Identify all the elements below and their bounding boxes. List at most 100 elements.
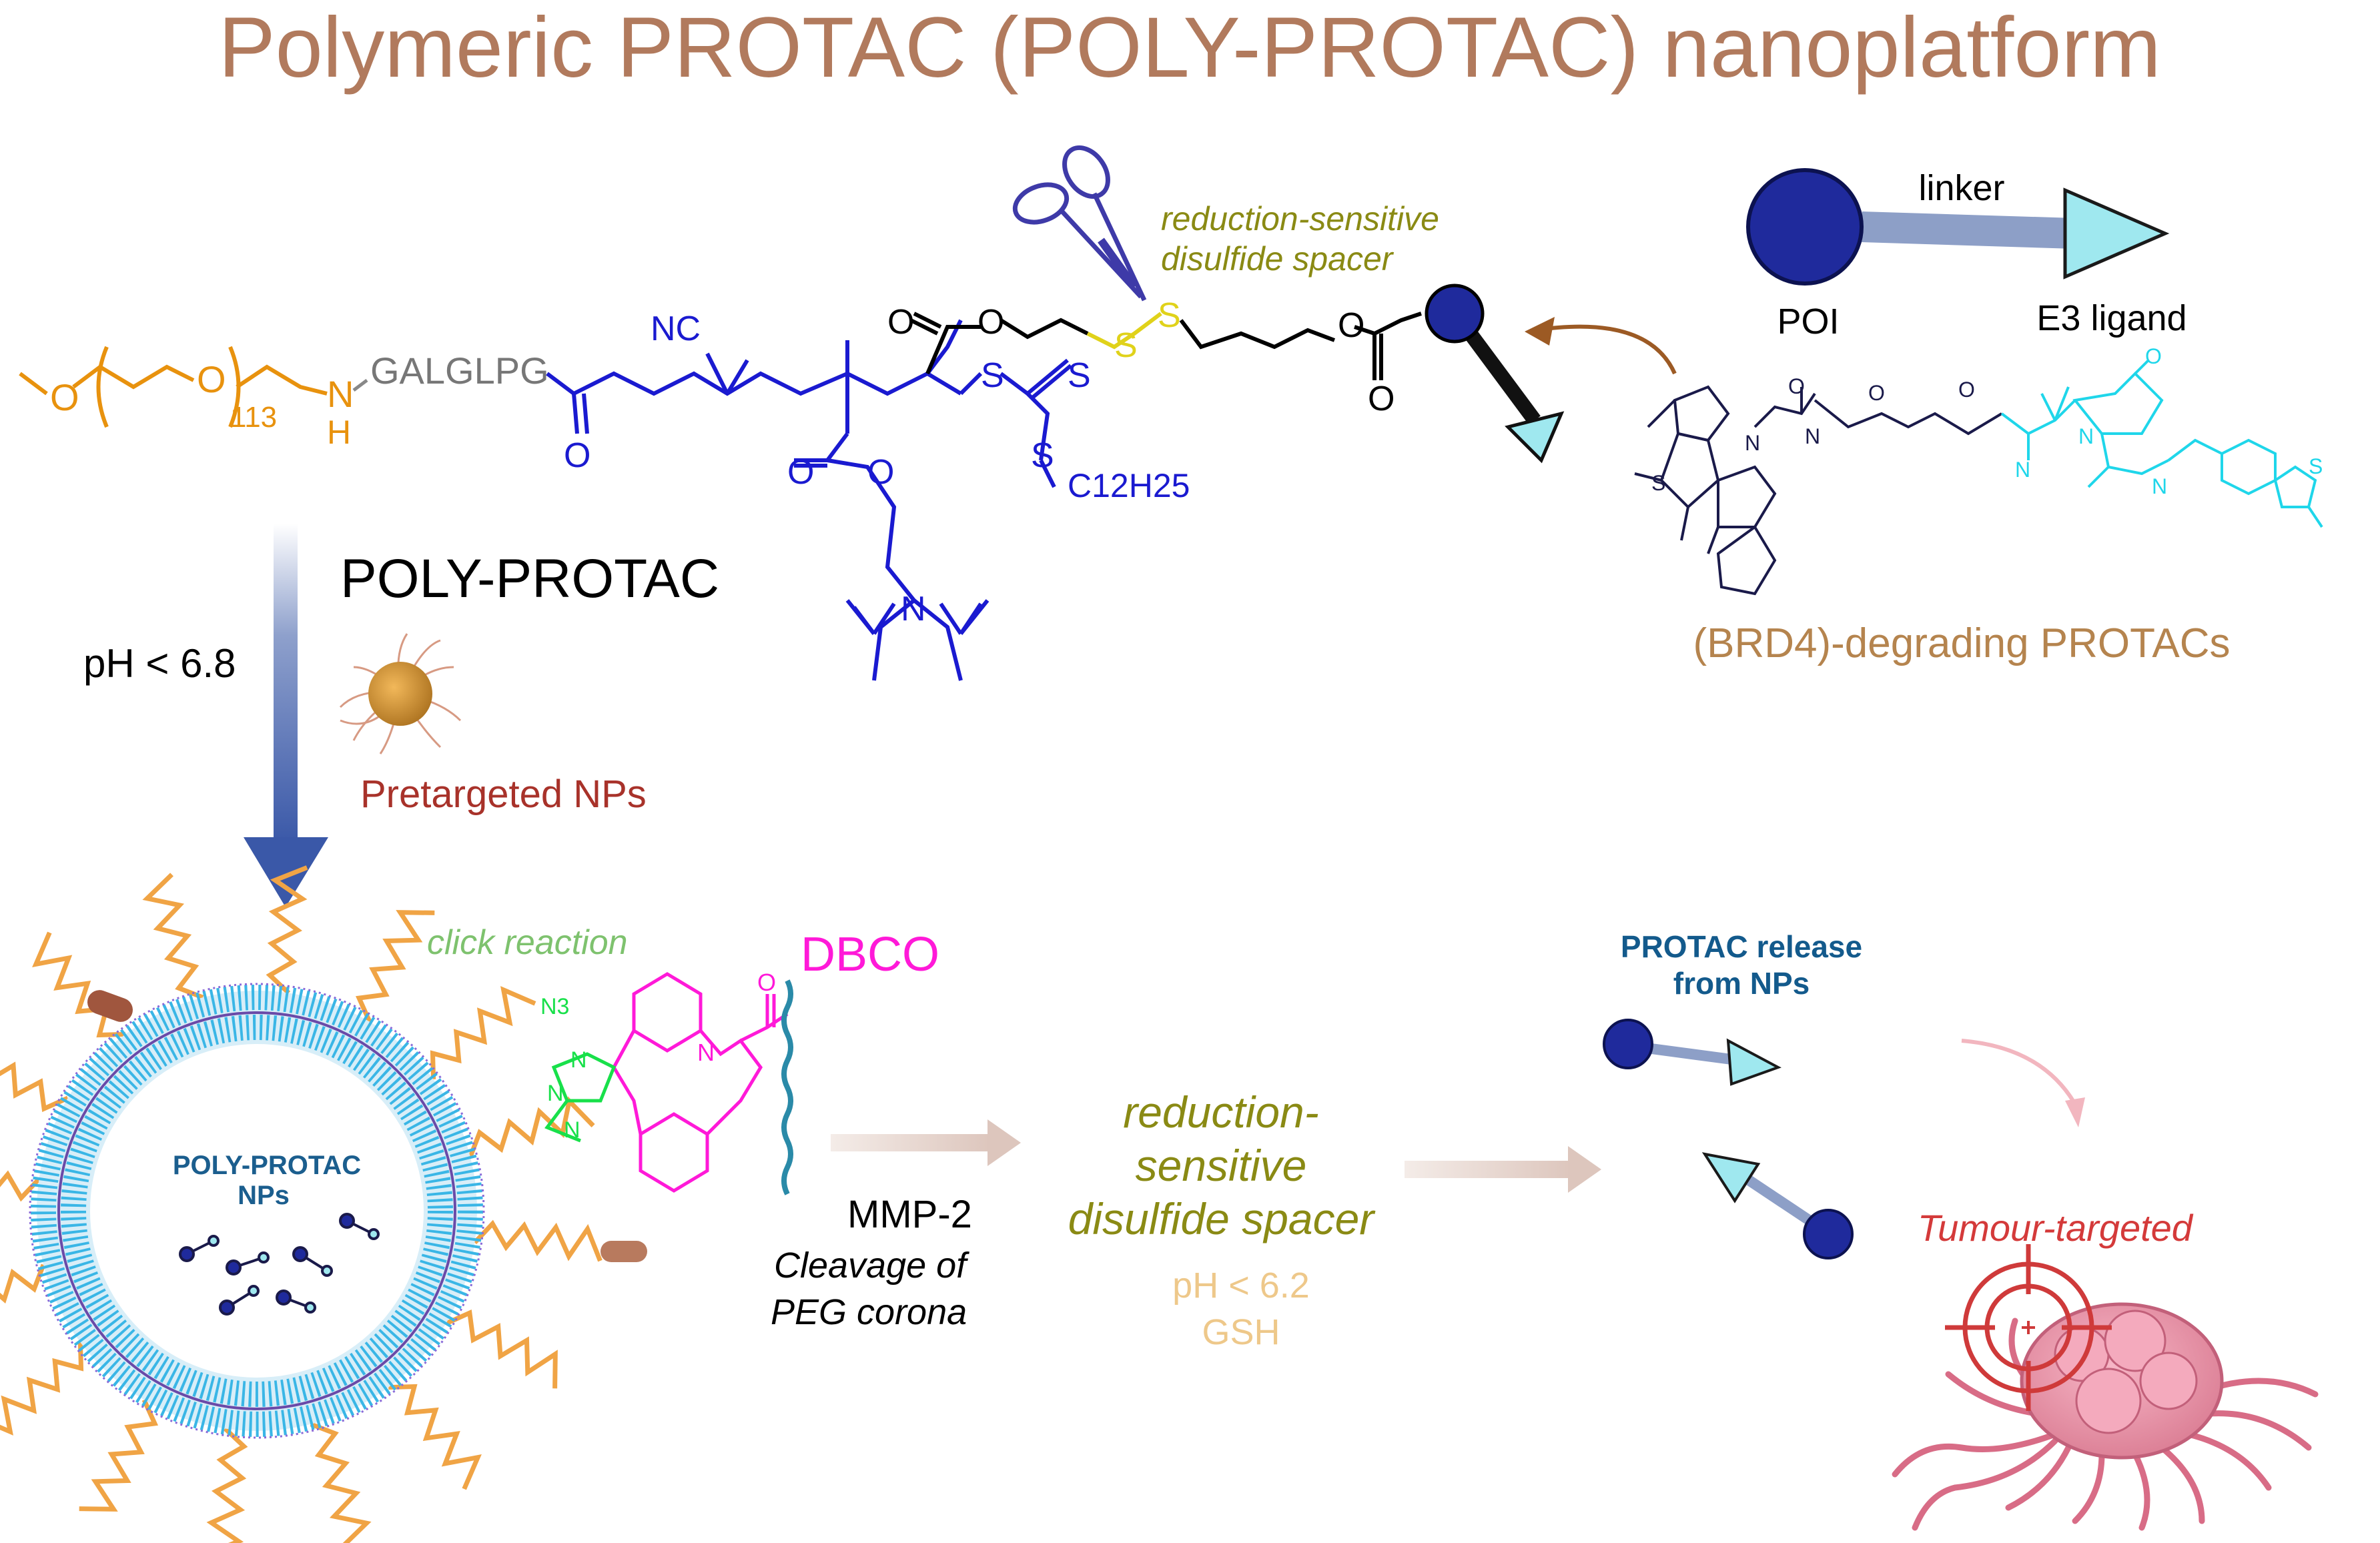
released-poi-ball-2	[1803, 1209, 1854, 1259]
peg-oxygen-2: O	[197, 358, 226, 400]
top-spacer-label-line2: disulfide spacer	[1161, 240, 1395, 278]
poly-protac-label: POLY-PROTAC	[340, 548, 719, 609]
nitrile-label: NC	[651, 310, 701, 348]
ester3-o2: O	[1368, 380, 1395, 418]
protac-attach-arrow	[1534, 324, 1677, 375]
scissors-icon	[1012, 145, 1147, 302]
ester2-o1: O	[887, 303, 914, 342]
trithio-s1: S	[981, 356, 1004, 395]
ph-arrow-head	[244, 837, 328, 907]
mini-protac-triangle	[368, 1228, 380, 1240]
peptide-sequence: GALGLPG	[370, 350, 549, 392]
protac-legend: linker POI E3 ligand	[1746, 168, 2187, 342]
pretarget-pill-1	[87, 990, 133, 1022]
brd4-atom-n5: N	[2152, 474, 2167, 498]
disulfide-arm	[909, 312, 1422, 380]
peg-strand	[310, 1422, 372, 1543]
mini-protac-triangle	[208, 1235, 220, 1247]
peg-strand	[468, 1096, 595, 1158]
brd4-atom-s: S	[1651, 471, 1665, 495]
polymer-structure: O O 113 N H GALGLPG	[19, 284, 1565, 681]
legend-poi-label: POI	[1777, 302, 1839, 342]
peg-strand	[0, 1342, 84, 1436]
click-reaction-label: click reaction	[427, 923, 628, 962]
amine-nitrogen: N	[901, 590, 926, 628]
triazole-atom-n3: N	[564, 1117, 580, 1143]
page-title: Polymeric PROTAC (POLY-PROTAC) nanoplatf…	[218, 0, 2161, 95]
attached-e3-triangle	[1505, 411, 1565, 464]
peg-strand	[388, 1384, 482, 1490]
mini-protac-ball	[219, 1300, 235, 1316]
mmp2-label: MMP-2	[847, 1193, 972, 1236]
trithio-s2: S	[1068, 356, 1091, 395]
peg-strand	[79, 1398, 159, 1512]
mini-protac-triangle	[321, 1265, 333, 1277]
dodecyl-label: C12H25	[1068, 467, 1190, 504]
mini-protac-triangle	[304, 1302, 316, 1314]
dbco-atom-n: N	[697, 1039, 715, 1066]
released-protac-2	[1701, 1152, 1854, 1259]
encapsulated-protacs	[179, 1213, 380, 1316]
peg-strand	[206, 1426, 248, 1543]
protac-attach-arrowhead	[1525, 317, 1555, 346]
dbco-atom-o: O	[757, 969, 776, 996]
mmp2-arrow-shaft	[831, 1134, 991, 1151]
mmp2-cleavage-line1: Cleavage of	[774, 1245, 969, 1285]
release-label-line1: PROTAC release	[1621, 929, 1862, 964]
trithio-s3: S	[1031, 436, 1054, 475]
ph-arrow-shaft	[274, 524, 298, 844]
tumour-arrow-head	[2065, 1097, 2085, 1127]
dbco-structure	[544, 972, 789, 1193]
legend-e3-label: E3 ligand	[2036, 298, 2187, 338]
brd4-atom-n4: N	[2078, 424, 2094, 448]
ester3-o1: O	[1338, 306, 1364, 345]
mini-protac-ball	[179, 1246, 195, 1262]
release-arrow-head	[1568, 1146, 1601, 1193]
mini-protac-triangle	[248, 1285, 260, 1297]
mmp2-arrow-head	[987, 1119, 1021, 1166]
conditions-ph: pH < 6.2	[1172, 1265, 1310, 1306]
mini-protac-ball	[292, 1246, 308, 1262]
peg-strand	[142, 873, 204, 1000]
tumour-illustration	[1892, 1302, 2319, 1531]
peg-repeat-count: 113	[230, 401, 277, 434]
middle-spacer-line1: reduction-	[1123, 1087, 1319, 1137]
peg-wavy-chain	[781, 979, 793, 1195]
nanoparticle	[0, 865, 647, 1543]
brd4-atom-o1: O	[1788, 374, 1805, 398]
peg-strand	[444, 1309, 558, 1389]
released-protac-1	[1603, 1019, 1781, 1086]
keto-oxygen: O	[564, 436, 590, 475]
pretargeted-np-icon	[339, 633, 462, 754]
ester-oxygen-a: O	[787, 453, 814, 492]
disulfide-s1: S	[1114, 326, 1138, 365]
attached-poi-ball	[1425, 284, 1485, 344]
ph-label: pH < 6.8	[83, 641, 236, 686]
tumour-arrow	[1961, 1039, 2077, 1105]
disulfide-s2: S	[1158, 296, 1181, 335]
peg-oxygen-1: O	[50, 376, 79, 418]
mini-protac-ball	[276, 1290, 292, 1306]
amide-nitrogen: N	[327, 373, 354, 415]
peg-strand	[266, 865, 308, 995]
brd4-atom-n2: N	[1745, 431, 1760, 455]
mmp2-cleavage-line2: PEG corona	[771, 1292, 967, 1332]
released-e3-triangle-2	[1701, 1152, 1761, 1203]
peg-strand	[472, 1219, 603, 1262]
peg-corona	[0, 865, 603, 1543]
ester-oxygen-b: O	[867, 453, 894, 492]
release-arrow-shaft	[1405, 1161, 1571, 1178]
released-e3-triangle-1	[1726, 1038, 1781, 1086]
release-label-line2: from NPs	[1673, 966, 1810, 1001]
nanoparticle-label-line1: POLY-PROTAC	[173, 1151, 361, 1180]
released-poi-ball-1	[1603, 1019, 1653, 1069]
nanoparticle-label-line2: NPs	[238, 1181, 290, 1210]
brd4-atom-n3: N	[2015, 458, 2030, 482]
legend-linker-label: linker	[1918, 168, 2004, 208]
peg-chain	[19, 346, 328, 428]
amide-hydrogen: H	[327, 414, 351, 451]
azide-label: N3	[540, 994, 569, 1019]
peg-strand	[32, 931, 125, 1038]
brd4-atom-n1: N	[1805, 424, 1820, 448]
